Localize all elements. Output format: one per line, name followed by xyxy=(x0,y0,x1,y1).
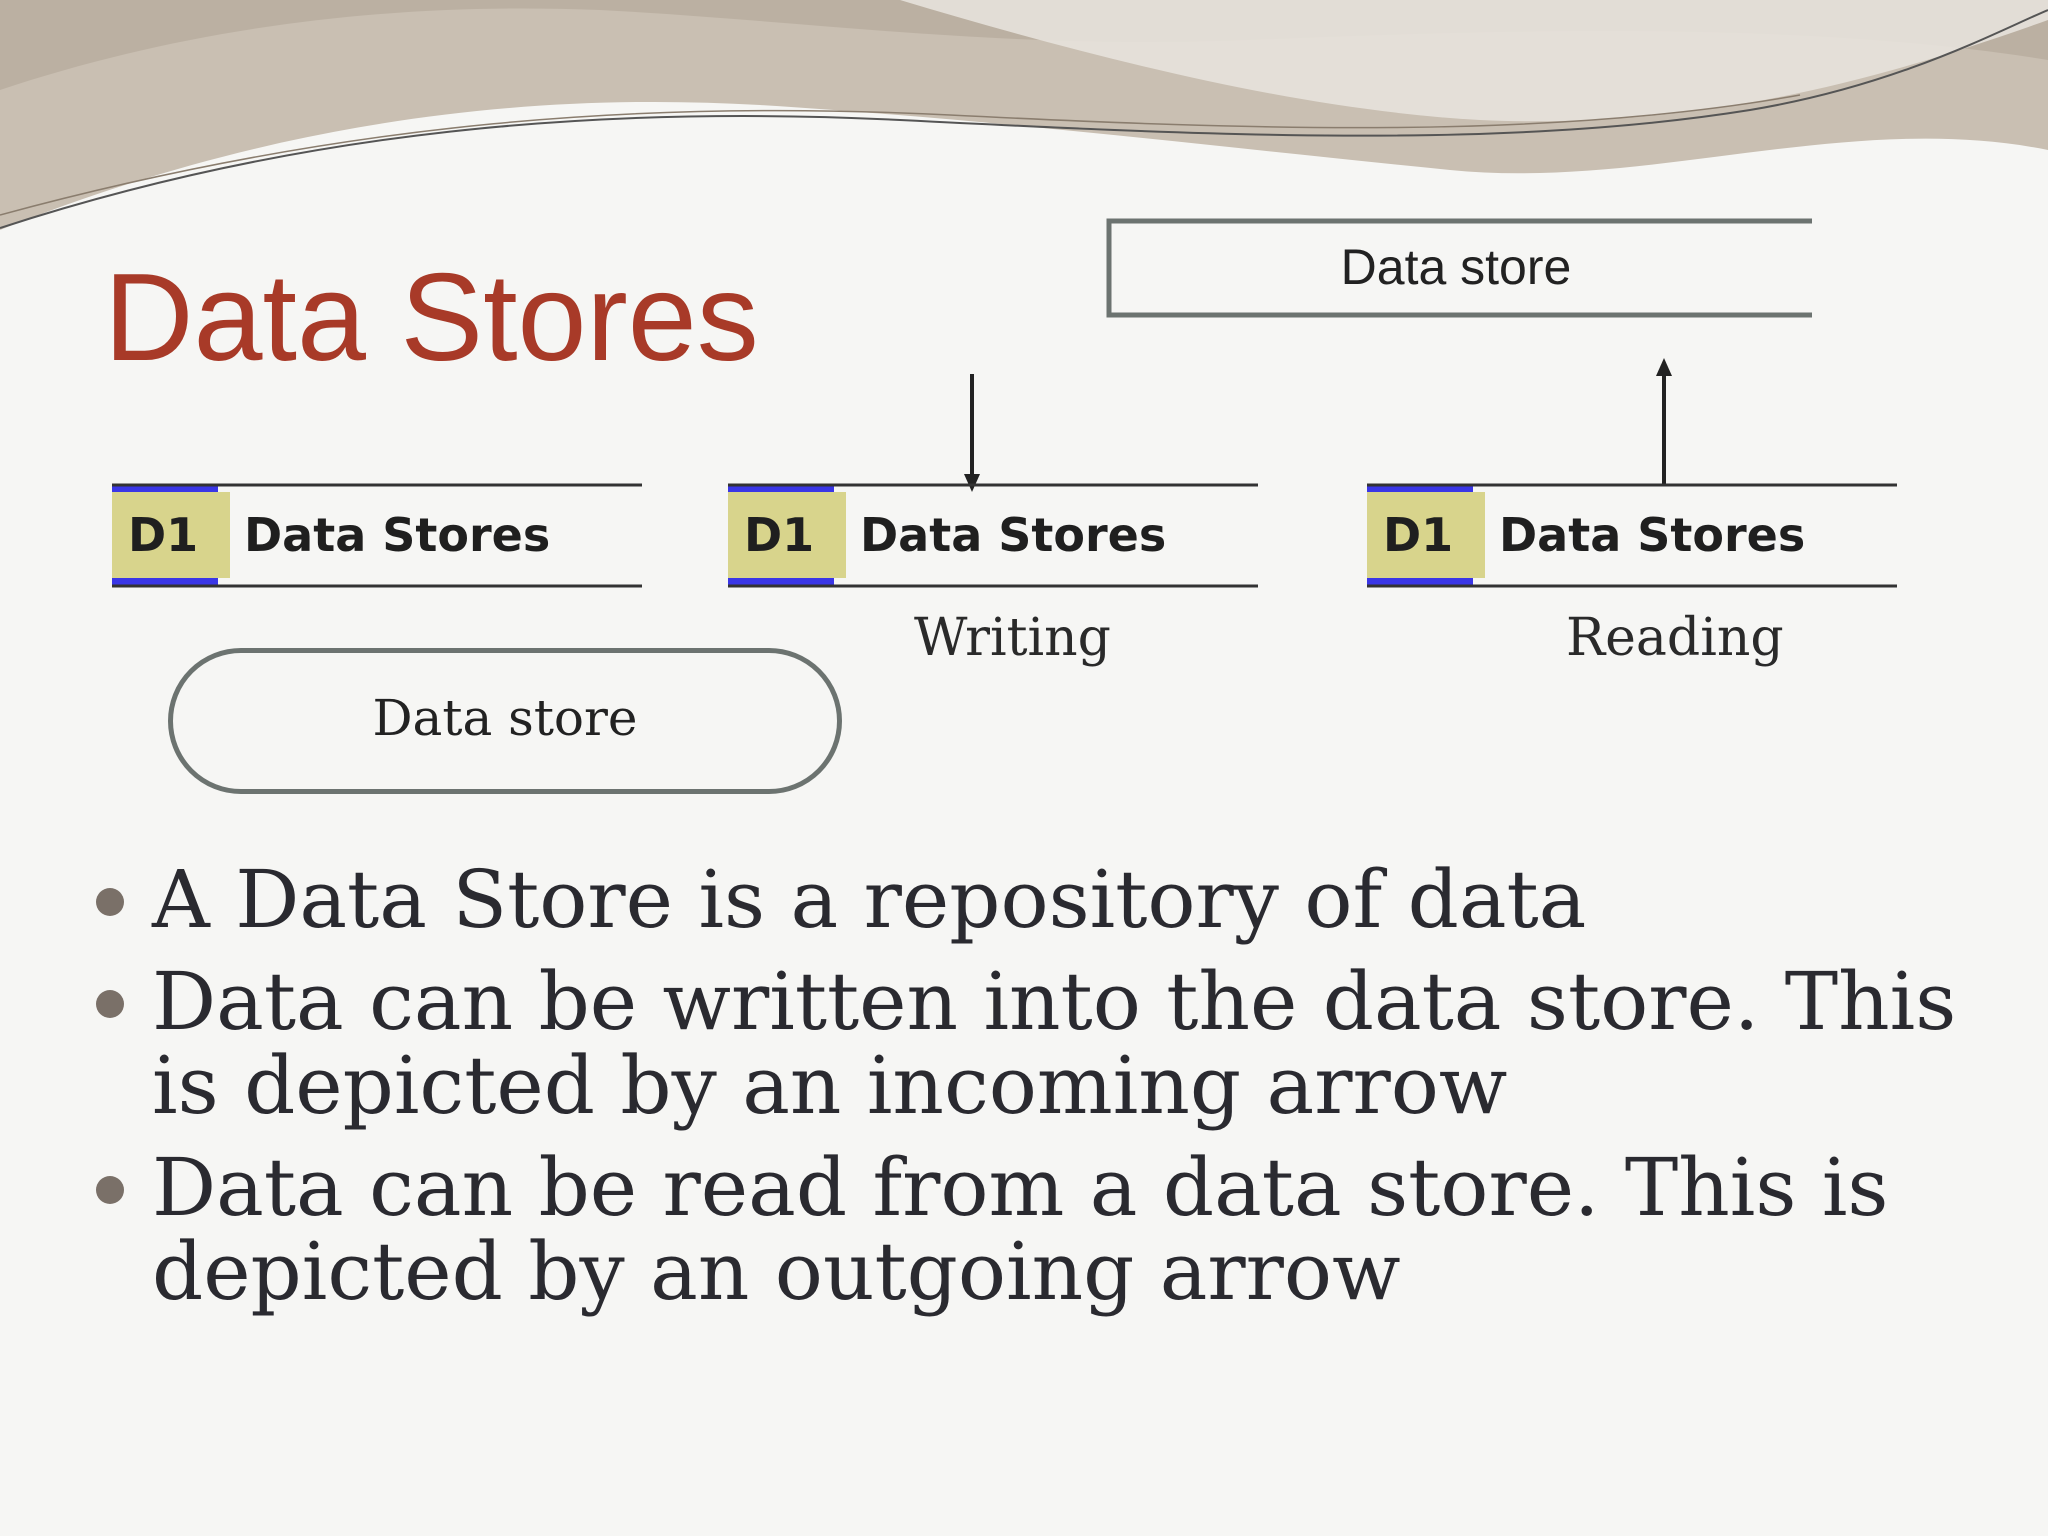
dfd-data-store-writing: D1 Data Stores xyxy=(726,482,1258,588)
store-name-label: Data Stores xyxy=(860,508,1167,562)
bullet-dot-icon xyxy=(96,888,124,916)
page-title: Data Stores xyxy=(104,249,759,387)
store-name-label: Data Stores xyxy=(1499,508,1806,562)
dfd-data-store-plain: D1 Data Stores xyxy=(110,482,642,588)
bullet-item: Data can be read from a data store. This… xyxy=(92,1146,2012,1314)
dfd-data-store-reading: D1 Data Stores xyxy=(1365,482,1897,588)
bullet-list: A Data Store is a repository of data Dat… xyxy=(92,858,2012,1332)
header-wave-decoration xyxy=(0,0,2048,230)
bullet-dot-icon xyxy=(96,990,124,1018)
bullet-text: A Data Store is a repository of data xyxy=(152,853,1587,946)
caption-reading: Reading xyxy=(1566,608,1784,668)
bullet-dot-icon xyxy=(96,1176,124,1204)
store-id-label: D1 xyxy=(128,508,199,562)
store-name-label: Data Stores xyxy=(244,508,551,562)
outgoing-arrow xyxy=(1654,358,1674,486)
bullet-item: A Data Store is a repository of data xyxy=(92,858,2012,942)
rect-data-store-symbol: Data store xyxy=(1106,218,1814,318)
incoming-arrow xyxy=(962,374,982,494)
oval-data-store-symbol: Data store xyxy=(168,648,842,794)
caption-writing: Writing xyxy=(914,608,1111,668)
oval-data-store-label: Data store xyxy=(372,689,638,747)
store-id-label: D1 xyxy=(1383,508,1454,562)
bullet-item: Data can be written into the data store.… xyxy=(92,960,2012,1128)
rect-data-store-label: Data store xyxy=(1340,239,1572,295)
store-id-label: D1 xyxy=(744,508,815,562)
bullet-text: Data can be read from a data store. This… xyxy=(152,1141,1889,1318)
bullet-text: Data can be written into the data store.… xyxy=(152,955,1957,1132)
